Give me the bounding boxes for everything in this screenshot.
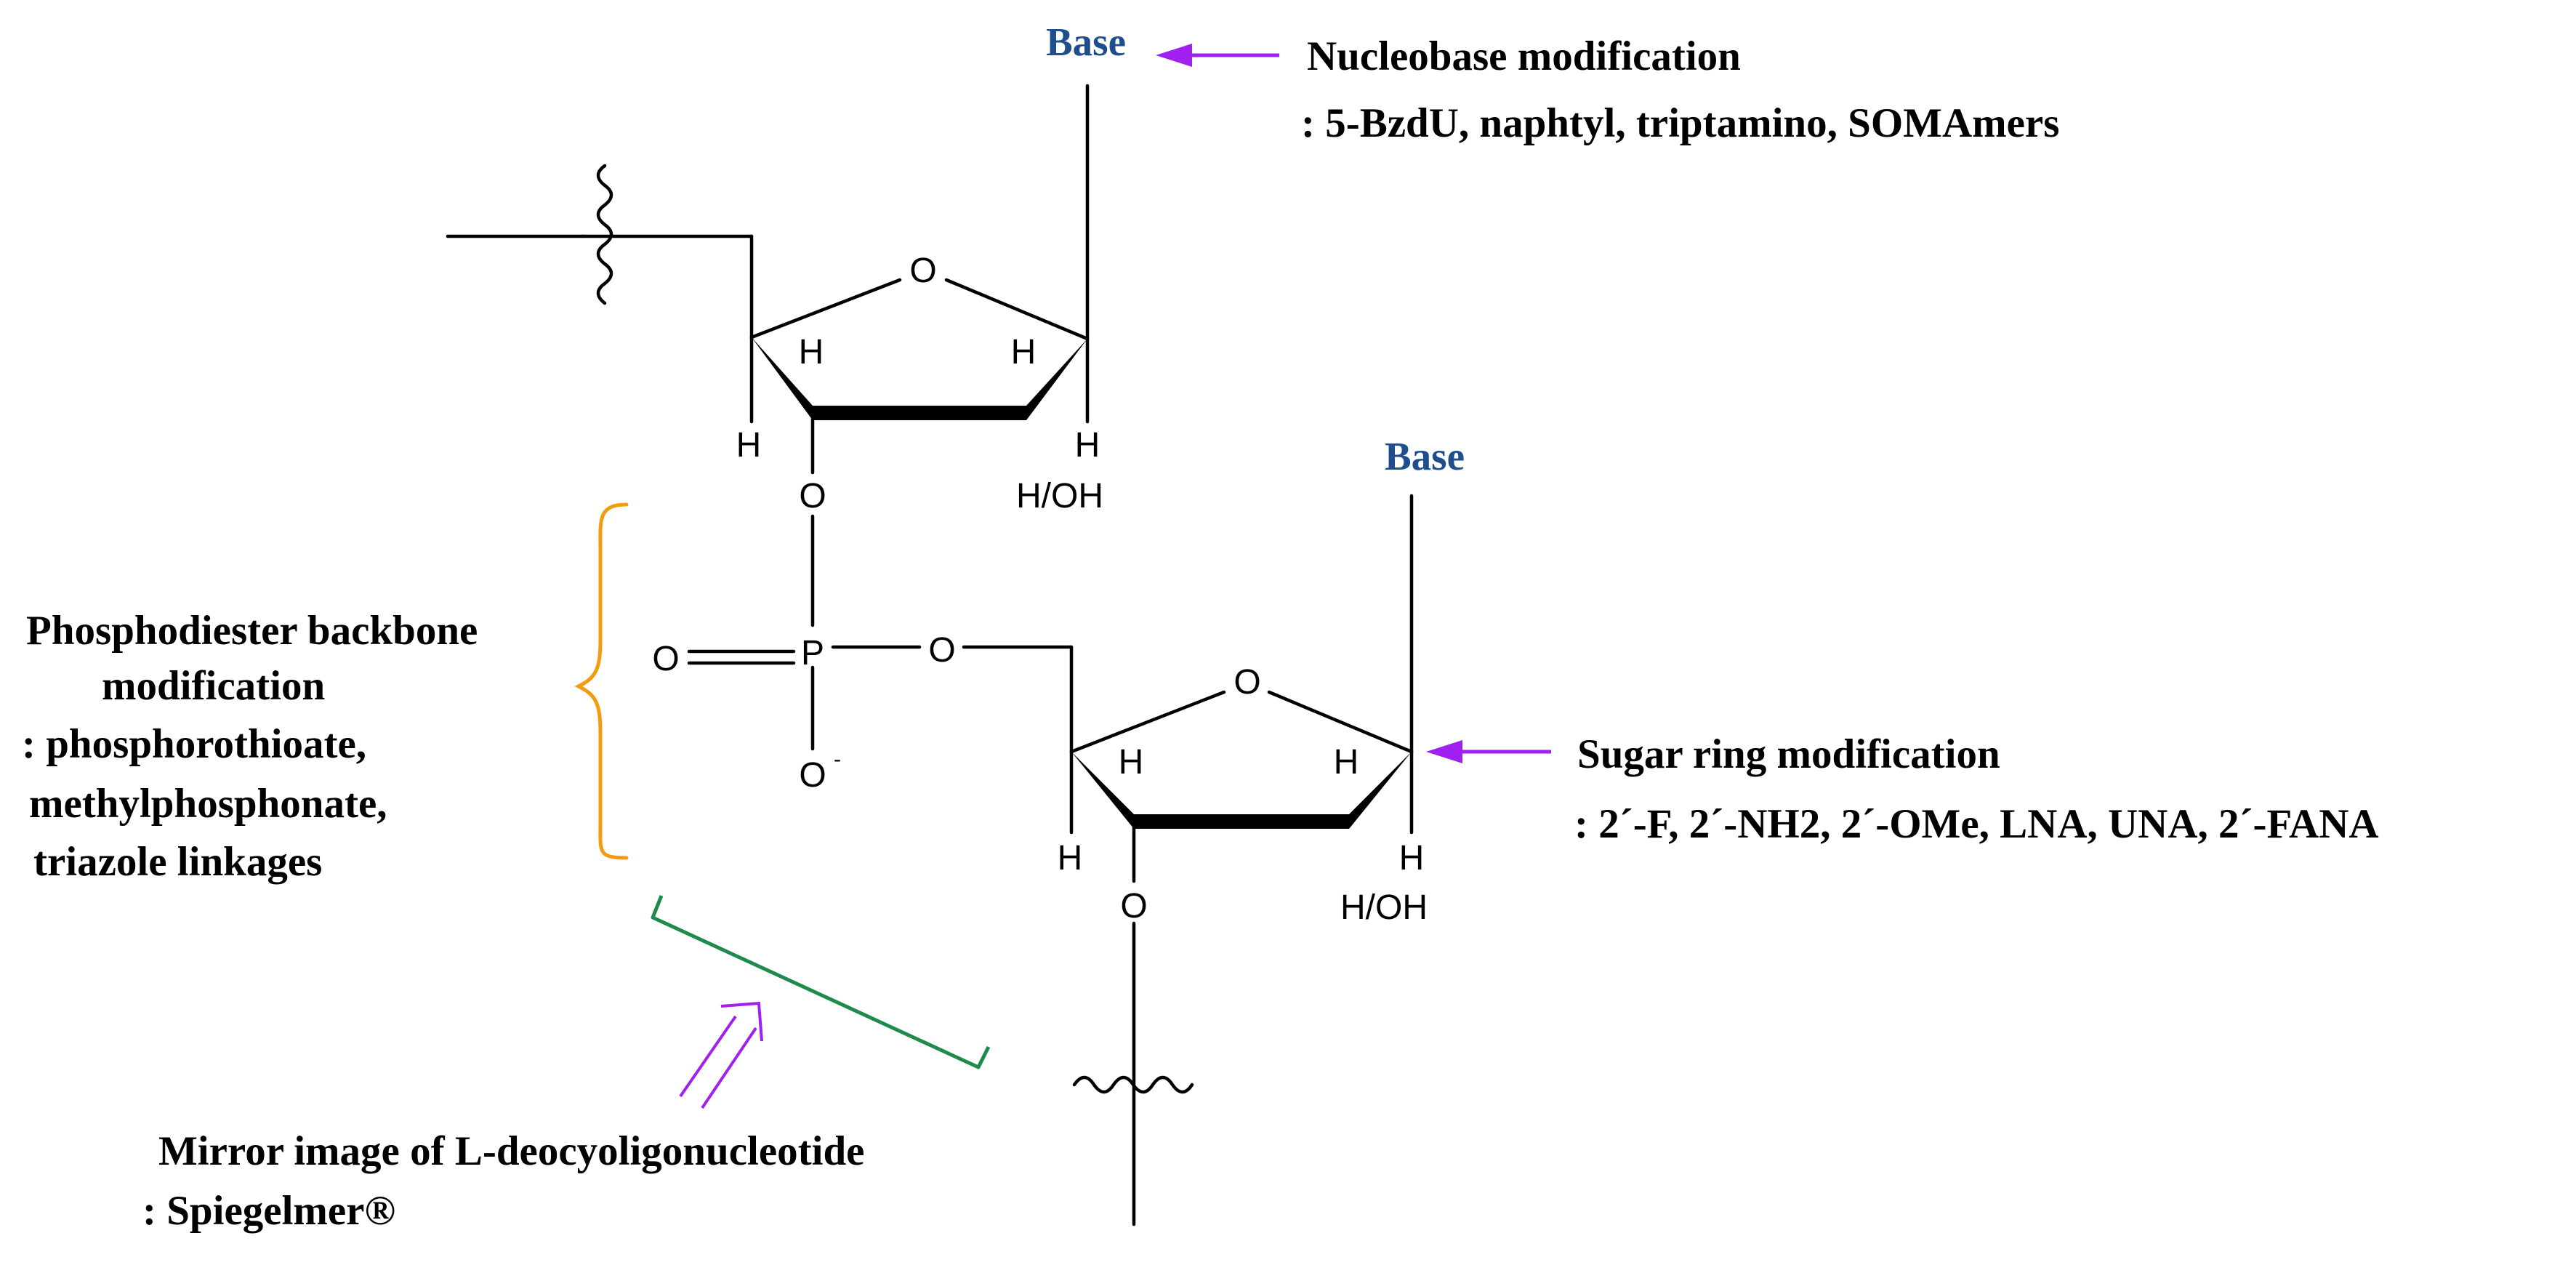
- nucleobase-annotation: Nucleobase modification : 5-BzdU, naphty…: [1156, 33, 2059, 146]
- anionic-oxygen: O: [799, 756, 826, 795]
- lower-h-c4-top: H: [1119, 743, 1144, 782]
- phosphorus-atom: P: [801, 634, 824, 672]
- upper-c4-o4-bond: [749, 278, 902, 340]
- mirror-title: Mirror image of L-deocyoligonucleotide: [158, 1128, 864, 1174]
- mirror-double-arrow-shaft-1: [679, 1015, 737, 1098]
- lower-o4-c1-bond: [1267, 690, 1414, 754]
- lower-3prime-wavy-break: [1072, 1075, 1194, 1094]
- sugar-detail: : 2´-F, 2´-NH2, 2´-OMe, LNA, UNA, 2´-FAN…: [1574, 801, 2379, 847]
- sugar-title: Sugar ring modification: [1577, 731, 2000, 777]
- mirror-double-arrow-shaft-2: [701, 1027, 757, 1109]
- backbone-curly-brace: [574, 502, 629, 860]
- ester-oxygen: O: [928, 631, 955, 670]
- lower-o3-oxygen: O: [1120, 887, 1147, 925]
- upper-h-c4-top: H: [799, 333, 824, 372]
- upper-c2-substituent: H/OH: [1016, 477, 1103, 515]
- lower-h-c1-top: H: [1334, 743, 1359, 782]
- upper-c4-c3-wedge: [752, 337, 813, 420]
- upper-ring-oxygen: O: [909, 252, 936, 290]
- upper-h-c2-bottom: H: [1075, 426, 1100, 465]
- lower-nucleotide: O H H H H H/OH O Base: [1058, 434, 1465, 1226]
- nucleobase-title: Nucleobase modification: [1307, 33, 1741, 79]
- upper-5prime-wavy-break: [596, 164, 613, 305]
- backbone-line5: triazole linkages: [33, 839, 322, 885]
- mirror-bracket: [651, 895, 991, 1069]
- mirror-detail: : Spiegelmer®: [142, 1188, 395, 1234]
- backbone-annotation: Phosphodiester backbone modification : p…: [22, 502, 629, 885]
- upper-o4-c1-bond: [944, 278, 1090, 341]
- upper-base-label: Base: [1046, 20, 1126, 64]
- upper-h-c4-bottom: H: [736, 426, 762, 465]
- lower-c4-c3-wedge: [1071, 752, 1134, 829]
- phosphate-group: P O O O -: [652, 631, 1074, 795]
- sugar-arrow-head: [1426, 740, 1462, 763]
- lower-c2-c1-wedge: [1349, 752, 1412, 829]
- anionic-charge: -: [834, 747, 841, 771]
- upper-o3-oxygen: O: [799, 477, 826, 515]
- lower-ring-oxygen: O: [1233, 663, 1260, 702]
- double-bond-oxygen: O: [652, 640, 679, 678]
- nucleobase-arrow-head: [1156, 44, 1192, 67]
- lower-c2-substituent: H/OH: [1340, 888, 1428, 927]
- lower-c4-o4-bond: [1069, 690, 1226, 754]
- upper-c2-c1-wedge: [1026, 339, 1087, 420]
- sugar-annotation: Sugar ring modification : 2´-F, 2´-NH2, …: [1426, 731, 2379, 847]
- mirror-annotation: Mirror image of L-deocyoligonucleotide :…: [142, 895, 991, 1234]
- backbone-line2: modification: [102, 663, 325, 709]
- upper-nucleotide: O H H H H H/OH O Base: [446, 20, 1126, 627]
- lower-h-c2-bottom: H: [1399, 839, 1425, 878]
- mirror-double-arrow-head: [720, 1001, 763, 1042]
- lower-base-label: Base: [1385, 434, 1465, 478]
- nucleobase-detail: : 5-BzdU, naphtyl, triptamino, SOMAmers: [1301, 100, 2059, 146]
- upper-h-c1-top: H: [1011, 333, 1037, 372]
- backbone-line3: : phosphorothioate,: [22, 721, 366, 767]
- lower-h-c4-bottom: H: [1058, 839, 1083, 878]
- backbone-line4: methylphosphonate,: [29, 781, 387, 827]
- backbone-line1: Phosphodiester backbone: [26, 608, 478, 654]
